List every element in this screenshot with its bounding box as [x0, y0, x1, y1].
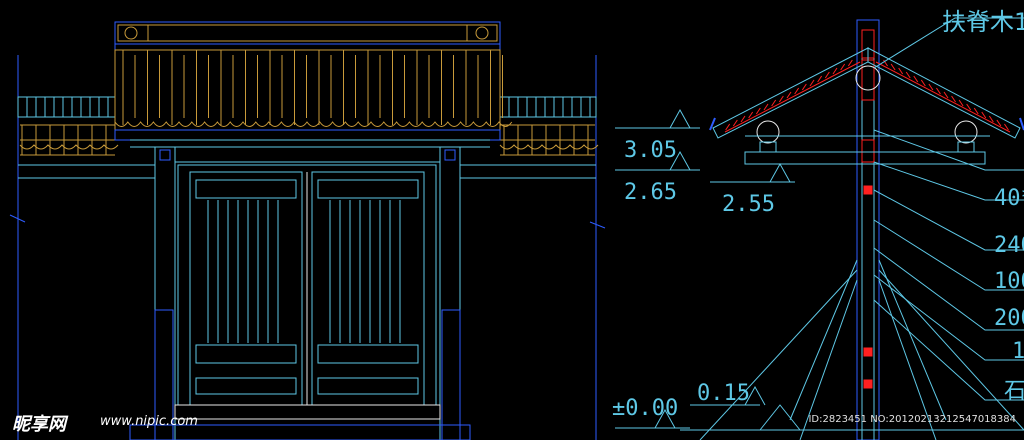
ridge-ornament-right — [475, 26, 489, 40]
gate-elevation — [9, 21, 606, 440]
slope-tooth — [832, 67, 838, 75]
watermark-logo: 昵享网 — [12, 414, 66, 435]
slope-tooth — [824, 71, 830, 79]
side-railing-left — [17, 96, 116, 118]
central-post — [856, 19, 880, 440]
ridge-ornament-left — [124, 26, 138, 40]
dimension-labels: 3.05 2.65 2.55 ±0.00 0.15 — [612, 138, 775, 421]
door-leaf-right — [311, 171, 425, 406]
dim-label-0-00: ±0.00 — [612, 396, 678, 421]
slope-tooth — [794, 87, 800, 95]
slope-tooth — [928, 83, 934, 91]
slope-tooth — [905, 71, 911, 79]
slope-tooth — [847, 59, 853, 67]
red-members — [861, 29, 875, 389]
slope-tooth — [996, 119, 1002, 127]
callout-40: 40* — [994, 186, 1024, 211]
slope-tooth — [988, 115, 994, 123]
slope-tooth — [1004, 123, 1009, 131]
slope-tooth — [771, 99, 777, 107]
slope-tooth — [883, 59, 888, 67]
slope-tooth — [732, 119, 738, 127]
side-tiles-left — [19, 124, 119, 156]
main-roof-ridge — [114, 21, 501, 45]
side-railing-right — [499, 96, 597, 118]
watermark-id: ID:2823451 NO:20120213212547018384 — [808, 414, 1016, 425]
slope-tooth — [786, 91, 792, 99]
door-leaf-left — [189, 171, 303, 406]
callout-stone: 石 — [1004, 379, 1024, 404]
callout-240: 240 — [994, 233, 1024, 258]
dim-label-0-15: 0.15 — [697, 381, 750, 406]
purlins — [756, 65, 978, 153]
slope-tooth — [973, 107, 979, 115]
slope-tooth — [966, 103, 972, 111]
watermark-url[interactable]: www.nipic.com — [100, 414, 198, 429]
callout-200: 200 — [994, 306, 1024, 331]
roof-section — [680, 17, 1024, 440]
slope-tooth — [913, 75, 919, 83]
slope-tooth — [920, 79, 926, 87]
slope-tooth — [981, 111, 987, 119]
beams — [744, 135, 990, 165]
roof-slope-right — [867, 47, 1024, 139]
slope-tooth — [898, 67, 904, 75]
slope-tooth — [801, 83, 807, 91]
slope-tooth — [740, 115, 746, 123]
slope-tooth — [725, 123, 731, 131]
slope-tooth — [809, 79, 815, 87]
dim-label-2-65: 2.65 — [624, 180, 677, 205]
struts — [699, 259, 1024, 440]
side-wall-right — [589, 55, 606, 440]
threshold — [129, 404, 471, 440]
main-roof-base — [114, 129, 501, 148]
slope-tooth — [755, 107, 761, 115]
slope-tooth — [943, 91, 949, 99]
side-tiles-right — [499, 124, 599, 156]
slope-tooth — [890, 63, 896, 71]
tile-scallop — [114, 121, 513, 127]
slope-tooth — [958, 99, 964, 107]
callout-100: 100 — [994, 269, 1024, 294]
side-eave-lines — [18, 164, 596, 179]
roof-slope-left — [709, 47, 869, 139]
slope-tooth — [763, 103, 769, 111]
slope-tooth — [936, 87, 941, 95]
slope-tooth — [817, 75, 823, 83]
slope-tooth — [840, 63, 846, 71]
side-wall-left — [9, 55, 26, 440]
slope-tooth — [951, 95, 956, 103]
dim-label-3-05: 3.05 — [624, 138, 677, 163]
callout-1: 1 — [1012, 339, 1024, 364]
callout-leaders — [873, 17, 1024, 401]
slope-tooth — [748, 111, 754, 119]
callout-labels: 扶脊木12 40* 240 100 200 1 石 — [942, 8, 1024, 404]
callout-ridge-purlin: 扶脊木12 — [942, 8, 1024, 36]
dimension-markers — [615, 108, 795, 429]
main-roof-tiles — [114, 43, 513, 131]
slope-tooth — [778, 95, 784, 103]
dim-label-2-55: 2.55 — [722, 192, 775, 217]
section-ground — [680, 404, 1024, 431]
